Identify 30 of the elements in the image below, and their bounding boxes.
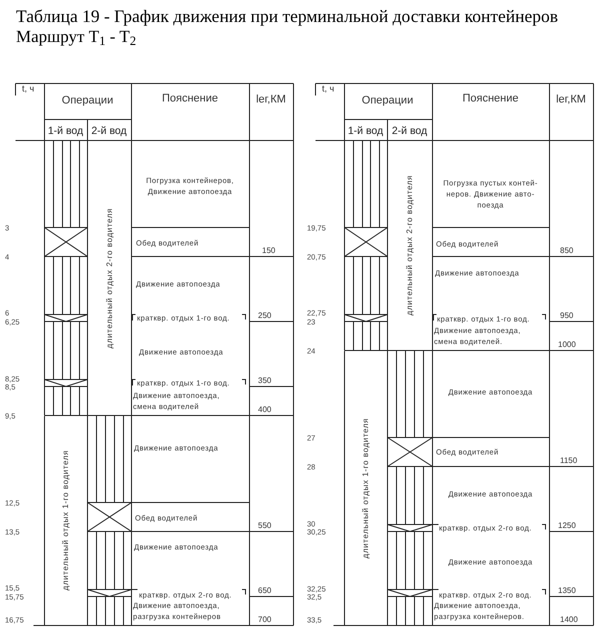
column-header: Пояснение <box>162 94 218 104</box>
distance-value: 250 <box>258 312 272 320</box>
distance-value: 1000 <box>558 341 576 349</box>
column-header: 1-й вод <box>348 126 384 136</box>
rest-period-label: длительный отдых 2-го водителя <box>106 208 114 348</box>
column-header: lег,КМ <box>556 94 586 106</box>
distance-value: 550 <box>258 522 272 530</box>
rest-period-label: длительный отдых 1-го водителя <box>362 418 370 558</box>
route-subtitle: Маршрут T$_{1}$ - T$_{2}$ <box>16 27 136 47</box>
rest-period-label: длительный отдых 2-го водителя <box>406 175 414 316</box>
distance-value: 1400 <box>560 616 578 624</box>
column-header: Пояснение <box>462 94 518 104</box>
distance-value: 1250 <box>558 522 576 530</box>
rest-period-label: длительный отдых 1-го водителя <box>62 450 70 591</box>
column-header: 1-й вод <box>48 126 84 136</box>
distance-value: 650 <box>258 587 272 595</box>
column-header: Операции <box>362 96 414 106</box>
column-header: lег,КМ <box>256 94 286 106</box>
distance-value: 1350 <box>558 587 576 595</box>
column-header: Операции <box>62 96 114 106</box>
diagram-title: Таблица 19 - График движения при терминальной доставки контейнеров <box>16 6 558 26</box>
distance-value: 350 <box>258 377 272 385</box>
distance-value: 400 <box>258 406 272 414</box>
distance-value: 700 <box>258 616 272 624</box>
column-header: t, ч <box>322 84 334 94</box>
distance-value: 850 <box>560 247 574 255</box>
distance-value: 950 <box>560 312 574 320</box>
column-header: t, ч <box>22 84 34 94</box>
distance-value: 150 <box>262 247 276 255</box>
distance-value: 1150 <box>560 457 578 465</box>
